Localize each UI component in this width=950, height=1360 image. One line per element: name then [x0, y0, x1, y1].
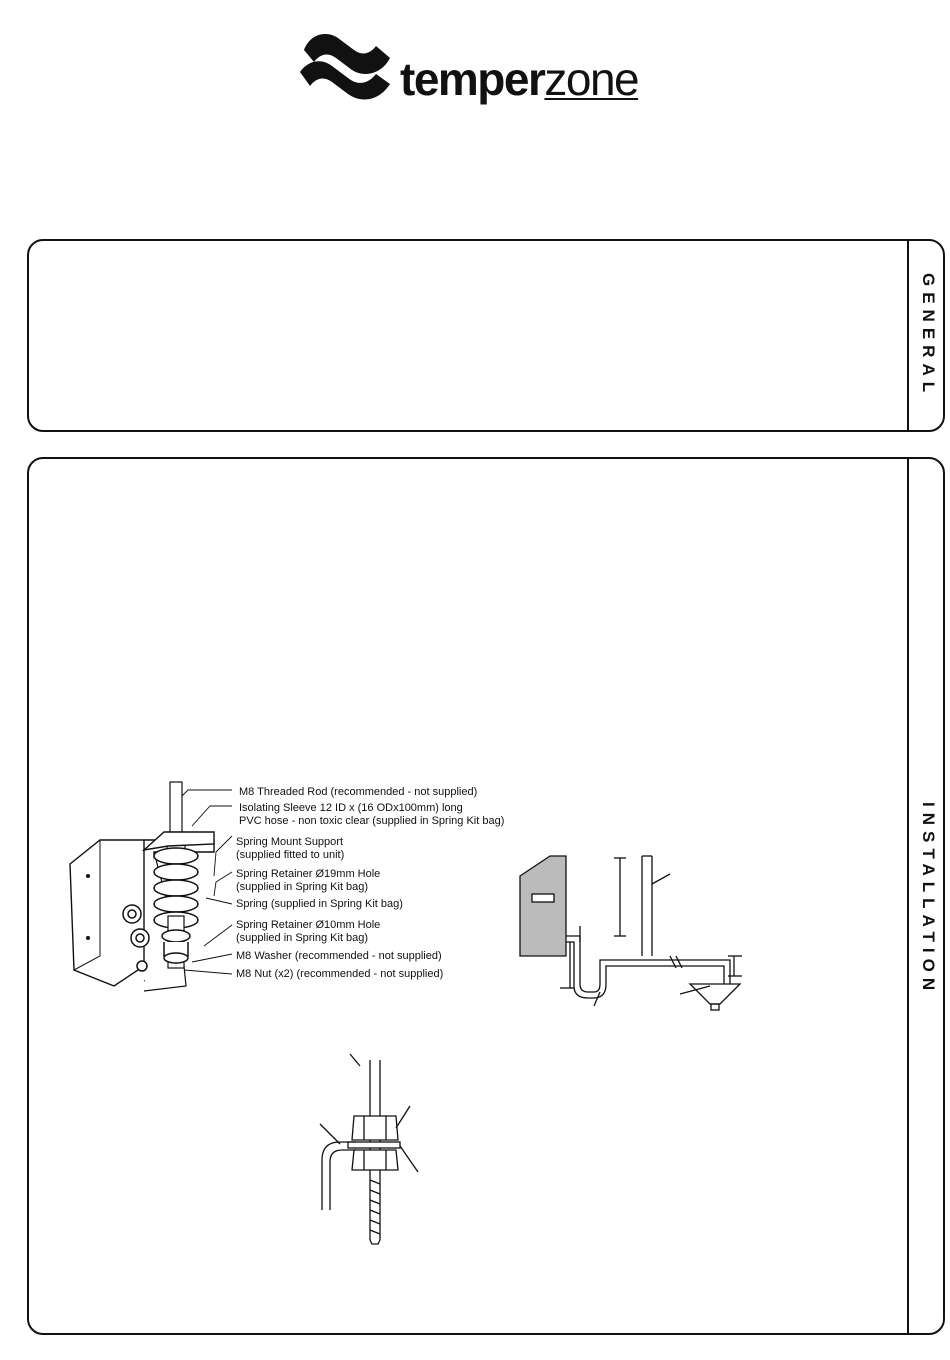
rod-sleeve-detail-diagram [319, 1053, 419, 1245]
general-tab-label: GENERAL [919, 273, 938, 399]
label-spring-retainer-10mm: Spring Retainer Ø10mm Hole [236, 919, 381, 931]
drain-trap-diagram [519, 855, 742, 1011]
label-isolating-sleeve: Isolating Sleeve 12 ID x (16 ODx100mm) l… [239, 802, 463, 814]
general-tab: GENERAL [911, 271, 945, 401]
label-m8-washer: M8 Washer (recommended - not supplied) [236, 950, 442, 962]
label-spring-mount-support-note: (supplied fitted to unit) [236, 849, 345, 861]
label-spring-retainer-10mm-note: (supplied in Spring Kit bag) [236, 932, 369, 944]
label-m8-nut: M8 Nut (x2) (recommended - not supplied) [236, 968, 444, 980]
general-section-panel: GENERAL [27, 239, 945, 432]
brand-wordmark: temperzone [400, 53, 640, 105]
temperzone-logo: temperzone [296, 28, 656, 108]
installation-tab-label: INSTALLATION [919, 801, 938, 997]
installation-tab-divider [907, 459, 909, 1333]
label-spring-retainer-19mm: Spring Retainer Ø19mm Hole [236, 868, 381, 880]
installation-tab: INSTALLATION [911, 799, 945, 999]
brand-name-part1: temper [400, 53, 546, 105]
label-spring-retainer-19mm-note: (supplied in Spring Kit bag) [236, 881, 369, 893]
brand-name-part2: zone [544, 53, 639, 105]
spring-mount-illustration [69, 781, 215, 992]
label-threaded-rod: M8 Threaded Rod (recommended - not suppl… [239, 786, 478, 798]
general-tab-divider [907, 241, 909, 430]
spring-mount-leader-lines [181, 789, 233, 975]
installation-section-panel: INSTALLATION [27, 457, 945, 1335]
logo-mark-icon [300, 34, 390, 100]
label-spring-mount-support: Spring Mount Support [236, 836, 344, 848]
label-pvc-hose: PVC hose - non toxic clear (supplied in … [239, 815, 505, 827]
label-spring: Spring (supplied in Spring Kit bag) [236, 898, 403, 910]
